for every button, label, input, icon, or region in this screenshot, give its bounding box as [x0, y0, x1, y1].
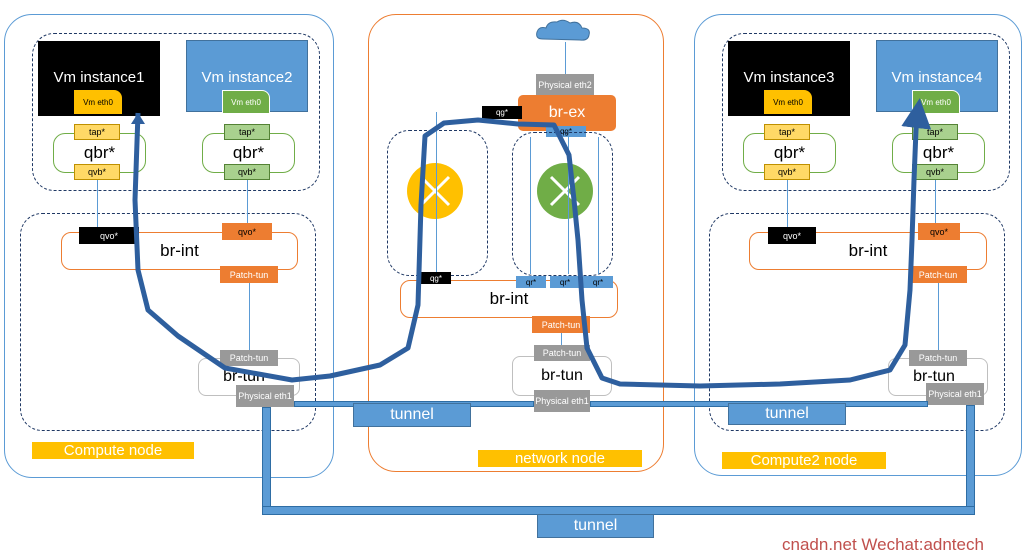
link-patch-network — [561, 333, 562, 347]
link-qvb1-qvo1 — [97, 180, 98, 228]
physical-eth2-network[interactable]: Physical eth2 — [536, 74, 594, 96]
patch-tun-network-tun[interactable]: Patch-tun — [534, 345, 590, 361]
qvb-1[interactable]: qvb* — [74, 164, 120, 180]
patch-tun-compute2-int[interactable]: Patch-tun — [909, 266, 967, 283]
br-int-compute[interactable]: br-int — [61, 232, 298, 270]
link-dhcp-3 — [598, 137, 599, 274]
vm1-eth0[interactable]: Vm eth0 — [74, 90, 122, 114]
vm2-eth0[interactable]: Vm eth0 — [222, 90, 270, 114]
br-tun-network-label: br-tun — [541, 367, 583, 384]
br-int-network[interactable]: br-int — [400, 280, 618, 318]
tunnel-label-right: tunnel — [728, 403, 846, 425]
qvo-1[interactable]: qvo* — [79, 227, 139, 244]
qr-1[interactable]: qr* — [516, 276, 546, 288]
qr-2[interactable]: qr* — [550, 276, 580, 288]
compute-vm-group — [32, 33, 320, 191]
qg-brex[interactable]: qg* — [482, 106, 522, 119]
patch-tun-compute-tun[interactable]: Patch-tun — [220, 350, 278, 366]
vm-instance4-label: Vm instance4 — [891, 69, 983, 86]
qvo-4[interactable]: qvo* — [918, 223, 960, 240]
compute2-vm-group — [722, 33, 1010, 191]
dhcp-group — [512, 132, 613, 276]
vm-instance2-label: Vm instance2 — [201, 69, 293, 86]
link-qvb2-qvo2 — [247, 180, 248, 223]
compute2-switch-group — [709, 213, 1005, 431]
compute-switch-group — [20, 213, 316, 431]
qvb-2[interactable]: qvb* — [224, 164, 270, 180]
compute2-node-frame — [694, 14, 1022, 476]
qvo-2[interactable]: qvo* — [222, 223, 272, 240]
compute-node-label: Compute node — [32, 442, 194, 459]
compute-node-frame — [4, 14, 334, 478]
vm-instance3-label: Vm instance3 — [743, 69, 835, 86]
vm-instance1-label: Vm instance1 — [53, 69, 145, 86]
link-dhcp-2 — [568, 137, 569, 274]
br-int-compute2[interactable]: br-int — [749, 232, 987, 270]
watermark: cnadn.net Wechat:adntech — [782, 535, 984, 554]
tap-3[interactable]: tap* — [764, 124, 810, 140]
patch-tun-network-int[interactable]: Patch-tun — [532, 316, 590, 333]
link-qvb4-qvo4 — [935, 180, 936, 223]
link-cloud-eth2 — [565, 42, 566, 74]
tunnel-label-bottom: tunnel — [537, 514, 654, 538]
br-int-compute-label: br-int — [160, 241, 199, 260]
tap-2[interactable]: tap* — [224, 124, 270, 140]
physical-eth1-network[interactable]: Physical eth1 — [534, 390, 590, 412]
vm3-eth0[interactable]: Vm eth0 — [764, 90, 812, 114]
qr-3[interactable]: qr* — [583, 276, 613, 288]
tap-1[interactable]: tap* — [74, 124, 120, 140]
br-int-compute2-label: br-int — [848, 241, 888, 260]
patch-tun-compute-int[interactable]: Patch-tun — [220, 266, 278, 283]
br-int-network-label: br-int — [489, 289, 529, 308]
compute2-node-label: Compute2 node — [722, 452, 886, 469]
network-node-label: network node — [478, 450, 642, 467]
link-patch-compute — [249, 283, 250, 351]
link-qvb3-qvo3 — [787, 180, 788, 228]
br-tun-compute2-label: br-tun — [913, 368, 955, 385]
physical-eth1-compute2[interactable]: Physical eth1 — [926, 383, 984, 405]
link-dhcp-1 — [530, 137, 531, 274]
qg-brex-bottom[interactable]: qg* — [546, 126, 586, 137]
qvo-3[interactable]: qvo* — [768, 227, 816, 244]
tunnel-label-left: tunnel — [353, 403, 471, 427]
cloud-icon — [536, 19, 590, 41]
qg-brint[interactable]: qg* — [421, 272, 451, 284]
qvb-3[interactable]: qvb* — [764, 164, 810, 180]
link-patch-compute2 — [938, 283, 939, 351]
physical-eth1-compute[interactable]: Physical eth1 — [236, 385, 294, 407]
network-node-frame — [368, 14, 664, 472]
patch-tun-compute2-tun[interactable]: Patch-tun — [909, 350, 967, 366]
link-router-qg — [436, 112, 437, 274]
